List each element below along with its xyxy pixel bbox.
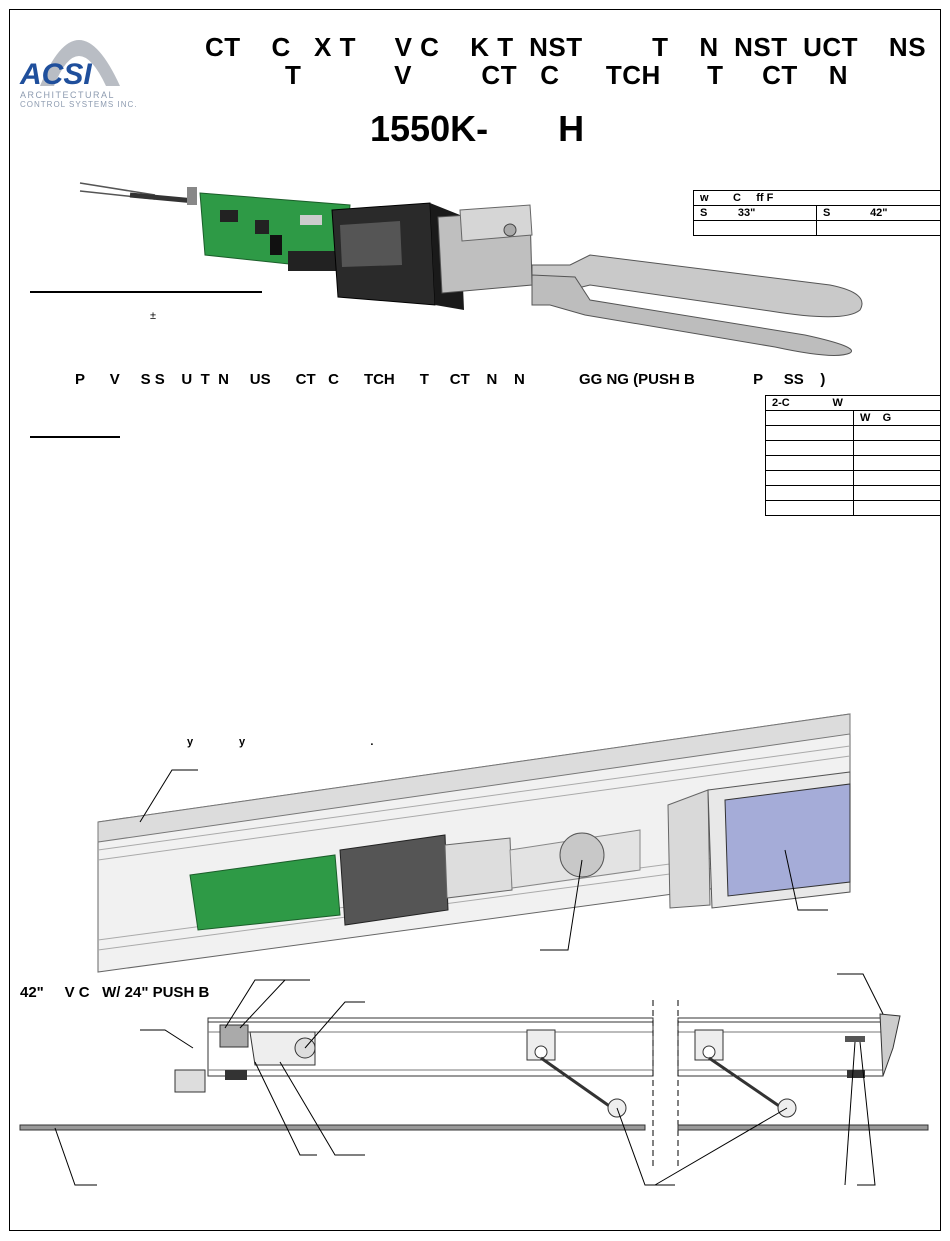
header-section-illustration	[97, 713, 851, 973]
logo-brand-text: ACSI	[19, 58, 92, 91]
wiring-table: 2-C W W G	[765, 395, 941, 516]
page-border	[9, 9, 941, 1231]
elevation-drawing	[19, 973, 929, 1186]
company-logo: ACSI ARCHITECTURAL CONTROL SYSTEMS INC.	[18, 14, 138, 114]
logo-line1: ARCHITECTURAL	[20, 90, 116, 100]
doc-title-line2: T V CT C TCH T CT N	[285, 60, 848, 90]
notes-underline	[30, 436, 120, 438]
doc-title-line1: CT C X T V C K T NST T N NST UCT NS	[205, 32, 927, 62]
logo-line2: CONTROL SYSTEMS INC.	[20, 100, 138, 109]
arch-logo-icon: ACSI	[19, 40, 120, 91]
kit-illustration	[79, 182, 863, 356]
tolerance-note: ±	[150, 310, 157, 322]
wiring-col-header: W G	[853, 410, 941, 426]
wiring-table-title: 2-C W	[765, 395, 941, 411]
section-caption: y y .	[187, 736, 374, 748]
length-table: w C ff F S 33" S 42"	[693, 190, 941, 236]
instruction-line: P V S S U T N US CT C TCH T CT N N GG NG…	[75, 371, 826, 388]
spec-underline	[30, 291, 262, 293]
bottom-caption: 42" V C W/ 24" PUSH B	[20, 984, 210, 1001]
model-number: 1550K- H	[370, 108, 585, 149]
